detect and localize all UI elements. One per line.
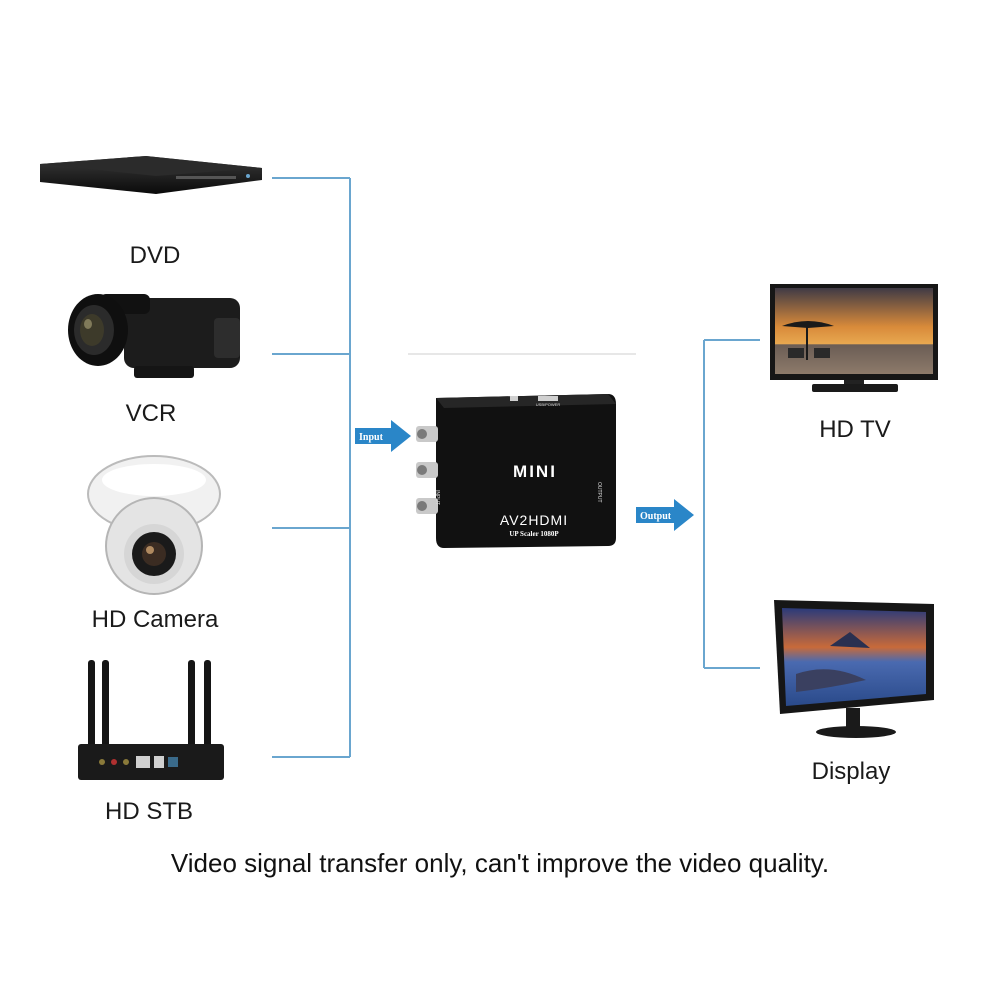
converter-input-port-label: INPUT bbox=[434, 490, 440, 505]
input-arrow-label: Input bbox=[359, 432, 384, 443]
output-arrow-label: Output bbox=[640, 511, 672, 522]
output-label-hd-tv: HD TV bbox=[819, 416, 891, 443]
hd-tv-icon bbox=[770, 284, 938, 392]
output-label-display: Display bbox=[811, 758, 891, 785]
dvd-player-icon bbox=[40, 156, 262, 194]
set-top-box-router-icon bbox=[78, 660, 224, 780]
caption-note: Video signal transfer only, can't improv… bbox=[170, 848, 830, 878]
dome-camera-icon bbox=[87, 455, 221, 595]
monitor-display-icon bbox=[774, 600, 934, 738]
input-label-dvd: DVD bbox=[129, 242, 181, 269]
converter-subtitle: UP Scaler 1080P bbox=[509, 530, 559, 538]
camcorder-icon bbox=[68, 294, 240, 378]
converter-power-label: USB/POWER bbox=[535, 402, 561, 407]
av-to-hdmi-converter-icon: MINI AV2HDMI UP Scaler 1080P USB/POWER I… bbox=[412, 388, 622, 550]
input-arrow: Input bbox=[355, 420, 411, 452]
output-arrow: Output bbox=[636, 499, 694, 531]
input-label-vcr: VCR bbox=[125, 400, 177, 427]
input-label-hd-stb: HD STB bbox=[104, 798, 193, 825]
converter-brand: MINI bbox=[513, 462, 557, 481]
input-label-hd-camera: HD Camera bbox=[91, 606, 219, 633]
converter-model: AV2HDMI bbox=[499, 512, 569, 528]
converter-output-port-label: OUTPUT bbox=[596, 482, 602, 503]
